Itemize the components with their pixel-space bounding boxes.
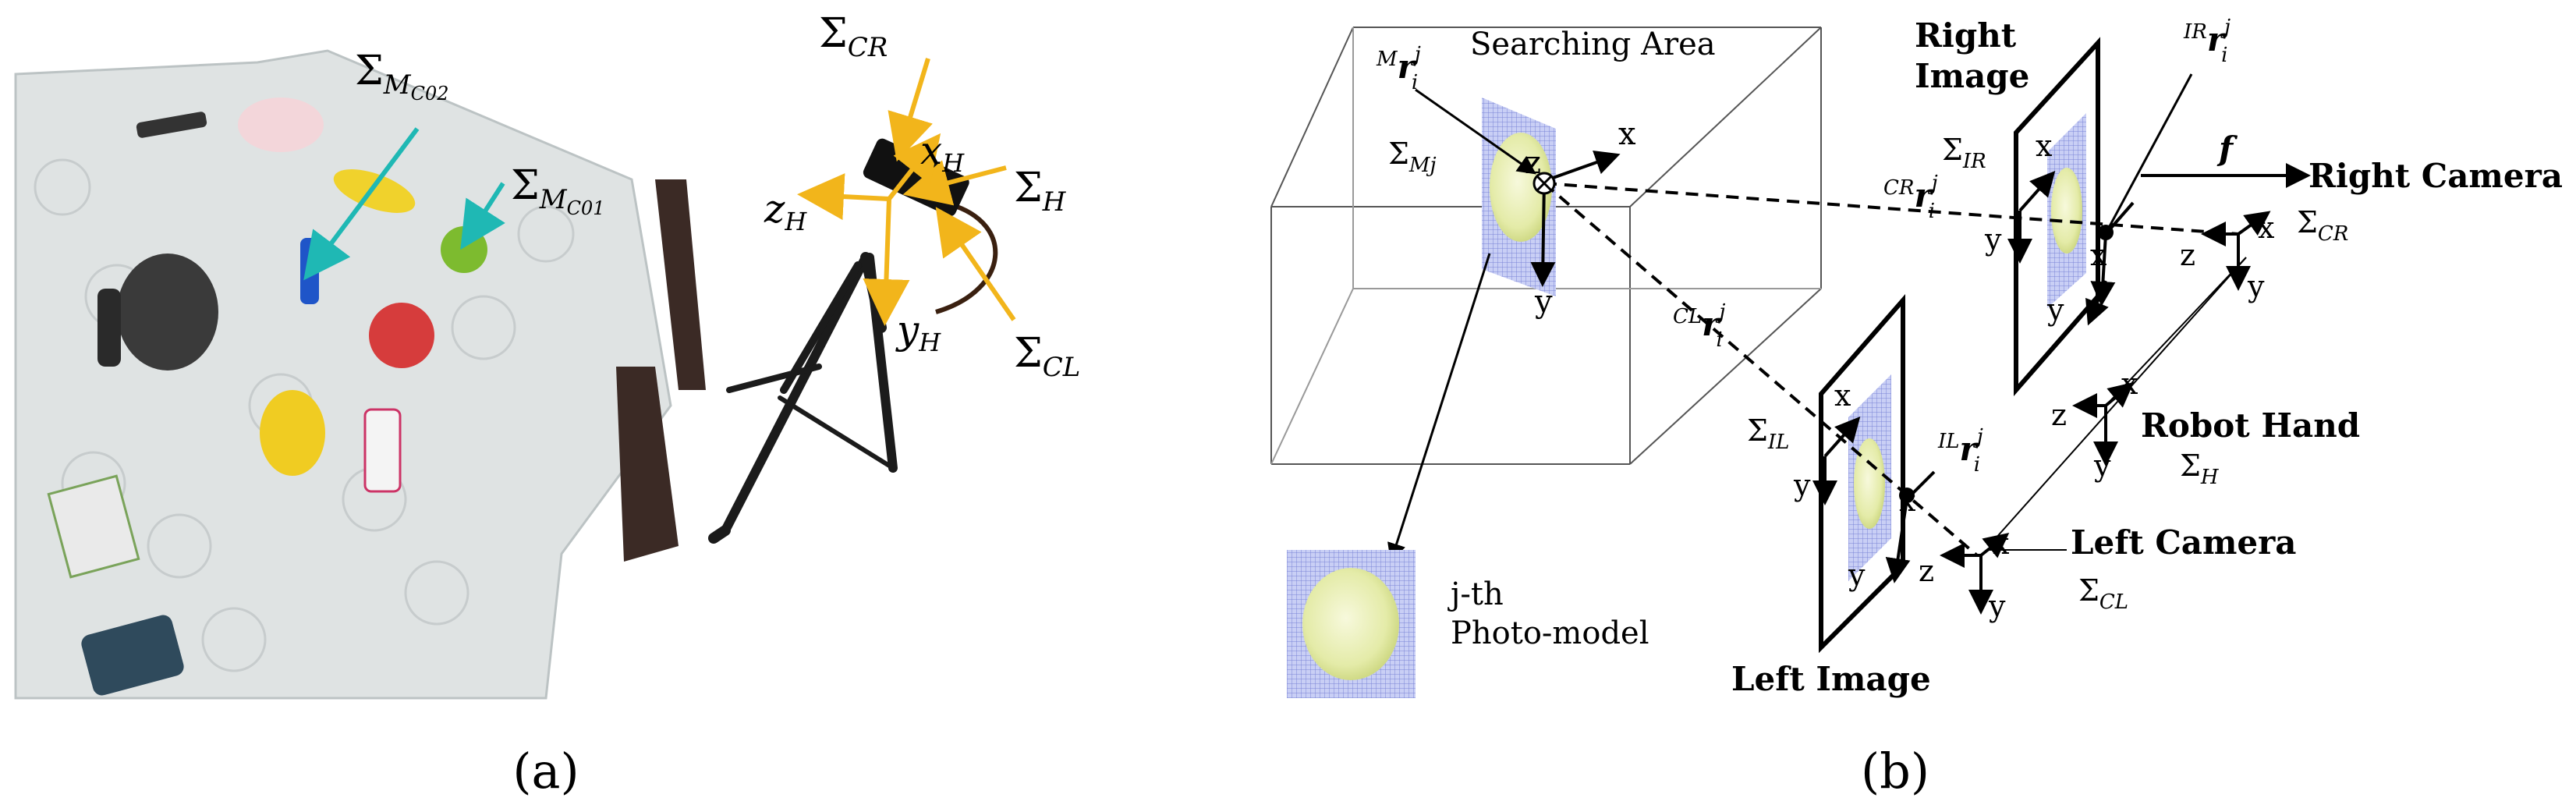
axis-x-model: x bbox=[1618, 116, 1636, 152]
panel-a-arrows bbox=[303, 58, 1016, 326]
banana bbox=[333, 169, 416, 213]
label-sigma-ir: ΣIR bbox=[1942, 133, 1986, 173]
arrow-sigma-h bbox=[902, 160, 1007, 206]
arrow-sigma-mc02 bbox=[303, 127, 420, 281]
table-leg bbox=[616, 367, 679, 562]
focal-label: f bbox=[2216, 129, 2238, 168]
label-sigma-mc02: ΣMC02 bbox=[355, 48, 449, 105]
axis-z-robot-hand: z bbox=[2051, 398, 2067, 432]
label-sigma-mj: ΣMj bbox=[1388, 137, 1437, 177]
bottle bbox=[363, 408, 402, 493]
right-image-label-1: Right bbox=[1915, 16, 2017, 55]
label-z-h: zH bbox=[764, 186, 807, 236]
label-sigma-cl: ΣCL bbox=[1014, 330, 1080, 383]
label-x-h: xH bbox=[920, 128, 965, 178]
right-image-plane bbox=[2014, 37, 2100, 396]
axis-z-left-camera: z bbox=[1919, 554, 1934, 588]
searching-area-label: Searching Area bbox=[1470, 27, 1716, 62]
model-patch bbox=[1482, 98, 1556, 296]
axis-x-left-camera: x bbox=[1993, 527, 2009, 561]
searching-area-cube bbox=[1270, 27, 1822, 465]
lace-pattern bbox=[34, 158, 575, 672]
axes bbox=[1387, 73, 2311, 615]
red-apple bbox=[369, 303, 434, 368]
axis-y-right-camera: y bbox=[2247, 269, 2265, 303]
panel-b-diagram bbox=[1270, 27, 1822, 465]
axis-x-left-point: x bbox=[1899, 484, 1915, 518]
right-image-point bbox=[2098, 225, 2114, 240]
axis-y-h bbox=[863, 198, 910, 326]
axis-x-right-point: x bbox=[2090, 238, 2107, 272]
green-apple bbox=[441, 226, 487, 273]
dark-box bbox=[81, 615, 184, 696]
label-sigma-cl-b: ΣCL bbox=[2078, 573, 2128, 614]
caption-a: (a) bbox=[512, 743, 579, 800]
left-image-label: Left Image bbox=[1731, 660, 1931, 698]
axis-y-robot-hand: y bbox=[2093, 449, 2111, 483]
towel bbox=[238, 98, 324, 152]
axis-x-right-camera: x bbox=[2258, 211, 2274, 245]
panel-a-photo bbox=[14, 49, 998, 700]
yellow-pear bbox=[260, 390, 325, 476]
origin-markers bbox=[1532, 172, 2114, 503]
axis-y-left-image: y bbox=[1793, 468, 1811, 502]
axis-y-left-camera: y bbox=[1988, 589, 2006, 623]
axis-x-robot-hand: x bbox=[2121, 367, 2138, 401]
blue-object bbox=[300, 238, 319, 304]
left-image-plane bbox=[1819, 294, 1905, 654]
label-sigma-cr-b: ΣCR bbox=[2297, 205, 2348, 246]
axis-x-left-image: x bbox=[1834, 378, 1851, 413]
remote bbox=[136, 112, 207, 138]
axis-y-left-point: y bbox=[1848, 558, 1866, 592]
arrow-sigma-cr bbox=[888, 58, 933, 162]
arrow-sigma-cl bbox=[935, 207, 1016, 321]
caption-b: (b) bbox=[1861, 743, 1929, 800]
left-image-point bbox=[1899, 488, 1915, 503]
axis-y-right-image: y bbox=[1984, 222, 2002, 257]
photo-model-thumbnail bbox=[1287, 550, 1416, 698]
kettle bbox=[117, 254, 218, 371]
left-camera-label: Left Camera bbox=[2071, 523, 2297, 562]
photo-model-label-2: Photo-model bbox=[1451, 615, 1649, 651]
photo-model-label-1: j-th bbox=[1447, 576, 1504, 612]
tripod bbox=[708, 252, 898, 544]
arrow-sigma-mc01 bbox=[460, 182, 505, 250]
milk-box bbox=[47, 474, 140, 579]
label-sigma-il: ΣIL bbox=[1747, 413, 1789, 454]
axis-y-model: y bbox=[1534, 284, 1553, 320]
table-leg bbox=[655, 179, 706, 390]
axis-x-right-image: x bbox=[2036, 129, 2052, 163]
axis-x-h bbox=[887, 133, 941, 200]
right-image-label-2: Image bbox=[1915, 57, 2029, 95]
label-sigma-mc01: ΣMC01 bbox=[511, 162, 605, 219]
axis-z-h bbox=[797, 173, 890, 221]
axis-z-right-camera: z bbox=[2180, 238, 2195, 272]
kettle-handle bbox=[97, 289, 121, 367]
label-y-h: yH bbox=[895, 307, 941, 357]
label-sigma-cr: ΣCR bbox=[819, 10, 888, 63]
robot-hand-label: Robot Hand bbox=[2141, 406, 2360, 445]
axis-y-right-point: y bbox=[2046, 293, 2064, 327]
axis-z-model: z bbox=[1525, 145, 1541, 181]
right-camera-label: Right Camera bbox=[2308, 157, 2563, 195]
table-top bbox=[14, 49, 672, 700]
label-sigma-h-b: ΣH bbox=[2180, 449, 2220, 489]
label-sigma-h: ΣH bbox=[1014, 165, 1067, 218]
